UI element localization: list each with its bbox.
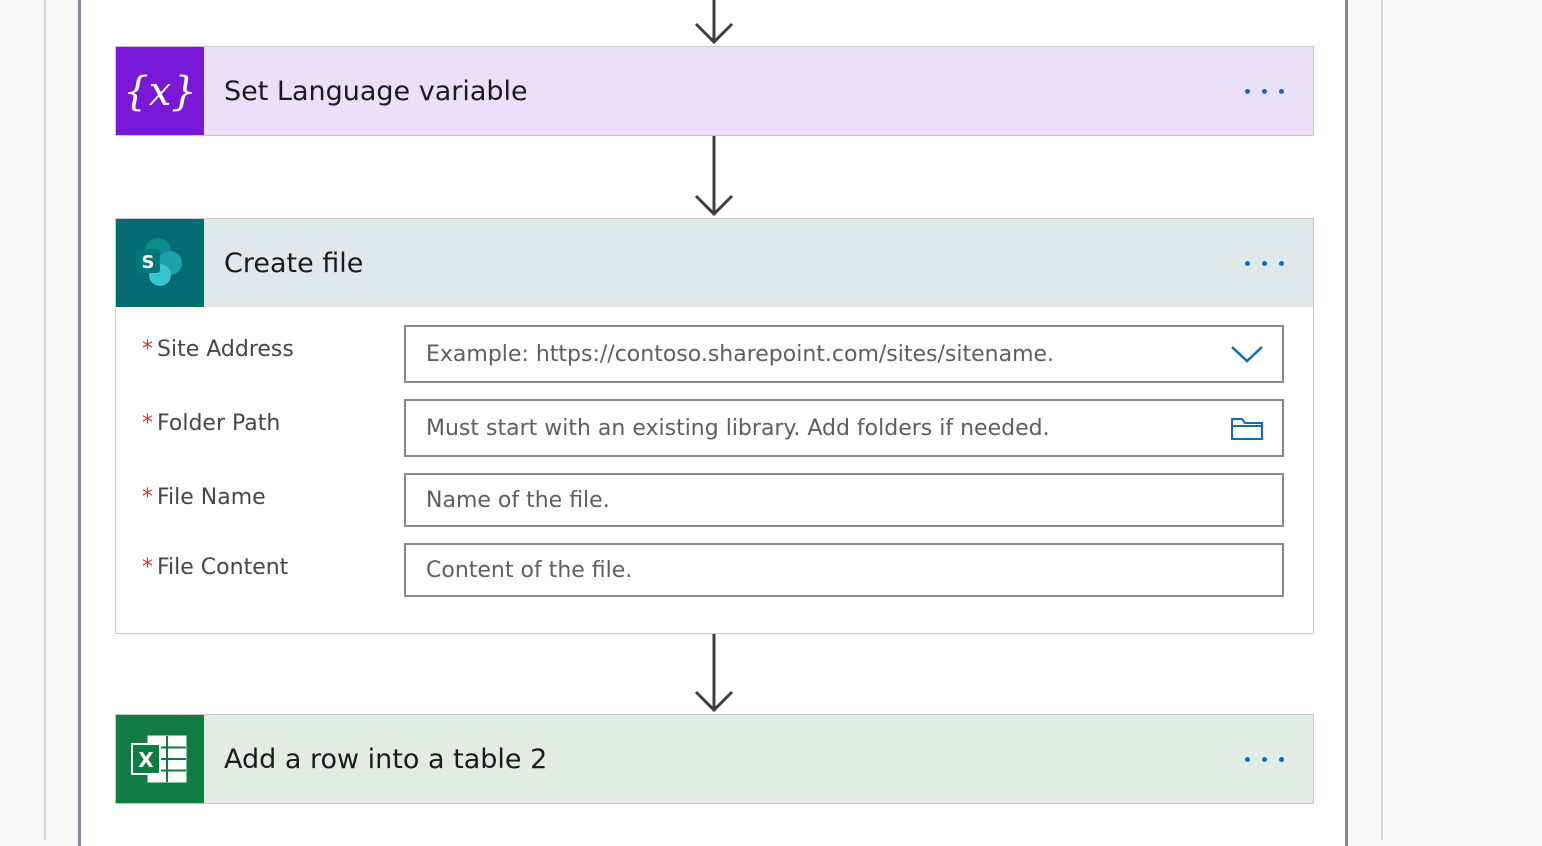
more-options-button[interactable] [1245, 83, 1291, 99]
file-name-label: *File Name [142, 485, 266, 510]
canvas-guide-right [1381, 0, 1383, 840]
svg-text:{𝑥}: {𝑥} [125, 69, 195, 115]
excel-icon: X [116, 715, 204, 803]
svg-text:S: S [142, 252, 155, 273]
required-mark: * [142, 337, 153, 362]
card-body: *Site Address Example: https://contoso.s… [116, 307, 1313, 631]
card-header[interactable]: S Create file [116, 219, 1313, 307]
site-address-input[interactable]: Example: https://contoso.sharepoint.com/… [404, 325, 1284, 383]
chevron-down-icon[interactable] [1230, 344, 1264, 364]
set-language-variable-card[interactable]: {𝑥} Set Language variable [115, 46, 1314, 136]
required-mark: * [142, 485, 153, 510]
file-content-label: *File Content [142, 555, 289, 580]
more-options-button[interactable] [1245, 751, 1291, 767]
add-row-into-table-card[interactable]: X Add a row into a table 2 [115, 714, 1314, 804]
site-address-label: *Site Address [142, 337, 294, 362]
required-mark: * [142, 411, 153, 436]
card-title: Add a row into a table 2 [224, 743, 548, 775]
card-header[interactable]: X Add a row into a table 2 [116, 715, 1313, 803]
connector-arrow [694, 632, 734, 713]
connector-arrow [694, 0, 734, 45]
svg-text:X: X [138, 748, 154, 772]
folder-path-label: *Folder Path [142, 411, 281, 436]
canvas-guide-left [44, 0, 46, 840]
variable-braces-icon: {𝑥} [116, 47, 204, 135]
card-header[interactable]: {𝑥} Set Language variable [116, 47, 1313, 135]
connector-arrow [694, 136, 734, 217]
folder-path-input[interactable]: Must start with an existing library. Add… [404, 399, 1284, 457]
card-title: Create file [224, 247, 364, 279]
required-mark: * [142, 555, 153, 580]
folder-icon[interactable] [1230, 415, 1264, 441]
card-title: Set Language variable [224, 75, 528, 107]
file-name-input[interactable]: Name of the file. [404, 473, 1284, 527]
more-options-button[interactable] [1245, 255, 1291, 271]
sharepoint-icon: S [116, 219, 204, 307]
file-content-input[interactable]: Content of the file. [404, 543, 1284, 597]
create-file-card[interactable]: S Create file *Site Address Example: htt… [115, 218, 1314, 634]
